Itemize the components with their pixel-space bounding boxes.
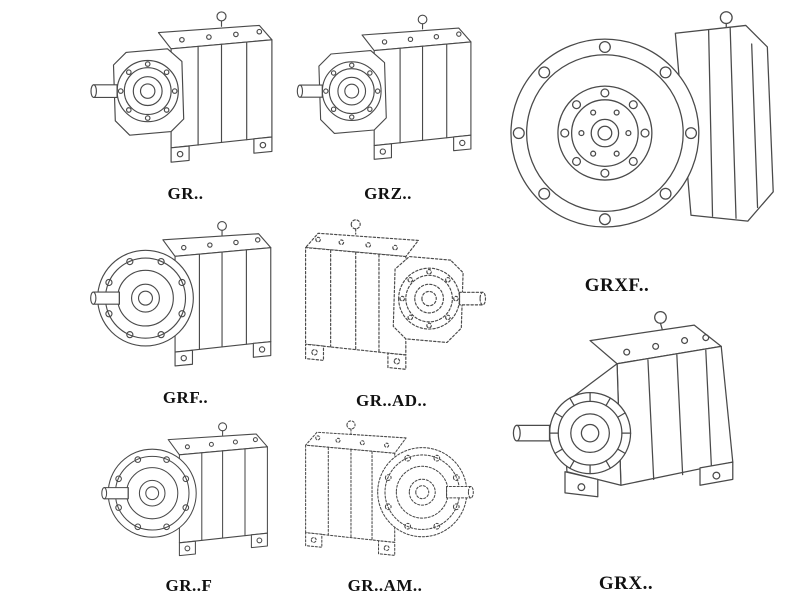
gearbox-gr-am-drawing (285, 412, 485, 574)
gearbox-grx-drawing (497, 302, 795, 572)
figure-grx: GRX.. (497, 302, 795, 598)
gearbox-grxf-drawing (497, 0, 795, 274)
figure-grxf: GRXF.. (497, 0, 795, 300)
figure-gr-am: GR..AM.. (285, 412, 485, 600)
gearbox-gr-f-drawing (78, 414, 300, 574)
figure-label-grx: GRX.. (598, 573, 654, 594)
figure-label-gr-am: GR..AM.. (347, 576, 423, 595)
figure-label-gr-f: GR..F (165, 576, 213, 595)
gearbox-gr-drawing (78, 2, 293, 182)
figure-label-gr-ad: GR..AD.. (355, 391, 428, 410)
gearbox-gr-ad-drawing (288, 210, 495, 389)
figure-label-grf: GRF.. (162, 388, 209, 407)
gearbox-grf-drawing (78, 212, 293, 386)
figure-grf: GRF.. (78, 212, 293, 412)
figure-gr: GR.. (78, 2, 293, 208)
figure-label-grxf: GRXF.. (584, 275, 650, 296)
figure-gr-ad: GR..AD.. (288, 210, 495, 415)
gearbox-grz-drawing (293, 2, 483, 182)
figure-label-gr: GR.. (167, 184, 204, 203)
figure-label-grz: GRZ.. (364, 184, 412, 203)
figure-gr-f: GR..F (78, 414, 300, 600)
figure-grz: GRZ.. (293, 2, 483, 208)
